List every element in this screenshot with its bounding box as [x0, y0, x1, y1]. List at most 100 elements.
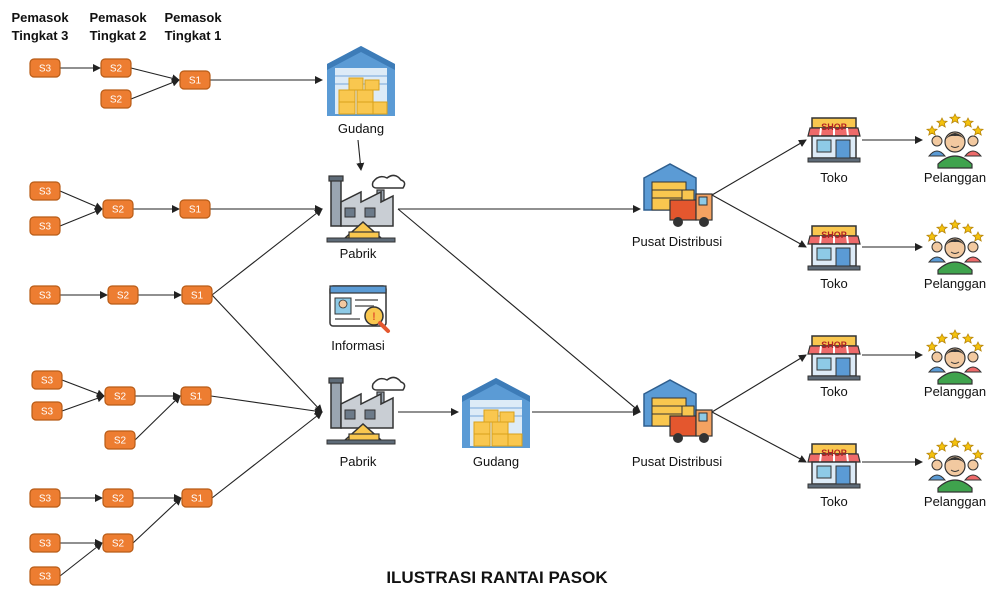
supplier-node-s3: S3: [31, 401, 63, 421]
warehouse-top-label: Gudang: [338, 121, 384, 136]
customer-1: Pelanggan: [924, 113, 986, 185]
factory-icon: [326, 174, 406, 243]
factory-top-label: Pabrik: [340, 246, 377, 261]
supplier-label: S3: [39, 572, 52, 583]
distribution-center-icon: [643, 163, 713, 228]
supplier-label: S1: [190, 392, 203, 403]
customer-3: Pelanggan: [924, 329, 986, 399]
supplier-label: S1: [191, 494, 204, 505]
connector-arrow: [130, 78, 180, 100]
warehouse-bottom: Gudang: [461, 377, 531, 469]
shop-sign: SHOP: [821, 340, 847, 350]
connector-arrow: [130, 67, 180, 83]
customer-icon: [926, 437, 984, 493]
customer-icon: [926, 329, 984, 385]
header-tier3: Pemasok Tingkat 3: [11, 10, 69, 43]
distribution-center-icon: [643, 379, 713, 444]
header-tier1-line1: Pemasok: [164, 10, 222, 25]
shop-sign: SHOP: [821, 122, 847, 132]
supplier-label: S3: [41, 376, 54, 387]
supplier-node-s1: S1: [179, 70, 211, 90]
supplier-node-s2: S2: [102, 199, 134, 219]
customer-icon: [926, 219, 984, 275]
supplier-label: S1: [189, 205, 202, 216]
supplier-node-s1: S1: [181, 285, 213, 305]
distribution-center-bottom: Pusat Distribusi: [632, 379, 722, 469]
shop-4: SHOP Toko: [807, 443, 861, 509]
information: ! Informasi: [329, 285, 390, 353]
warehouse-icon: [326, 45, 396, 117]
supplier-label: S3: [39, 187, 52, 198]
supplier-label: S3: [39, 494, 52, 505]
factory-bottom: Pabrik: [326, 376, 406, 469]
factory-top: Pabrik: [326, 174, 406, 261]
information-icon: !: [329, 285, 390, 333]
header-tier3-line1: Pemasok: [11, 10, 69, 25]
supplier-label: S1: [189, 76, 202, 87]
warehouse-bottom-label: Gudang: [473, 454, 519, 469]
connector-arrow: [134, 395, 181, 441]
supplier-label: S2: [114, 436, 127, 447]
supplier-label: S2: [114, 392, 127, 403]
supplier-label: S2: [110, 64, 123, 75]
header-tier1: Pemasok Tingkat 1: [164, 10, 222, 43]
customer-icon: [926, 113, 984, 169]
shop-2-label: Toko: [820, 276, 847, 291]
supplier-node-s3: S3: [31, 370, 63, 390]
supplier-node-s2: S2: [104, 430, 136, 450]
shop-4-label: Toko: [820, 494, 847, 509]
supplier-node-s3: S3: [29, 181, 61, 201]
supplier-label: S3: [39, 222, 52, 233]
factory-bottom-label: Pabrik: [340, 454, 377, 469]
diagram-title: ILUSTRASI RANTAI PASOK: [386, 568, 608, 587]
connector-arrow: [211, 208, 323, 296]
connector-arrow: [711, 354, 807, 413]
connector-arrow: [210, 395, 323, 415]
svg-text:!: !: [372, 311, 376, 323]
supplier-node-s3: S3: [29, 58, 61, 78]
connector-arrow: [211, 294, 323, 413]
distribution-center-top-label: Pusat Distribusi: [632, 234, 722, 249]
connector-arrow: [397, 208, 641, 413]
connector-arrow: [59, 190, 103, 210]
supplier-label: S2: [110, 95, 123, 106]
customer-3-label: Pelanggan: [924, 384, 986, 399]
connector-arrow: [59, 207, 103, 227]
warehouse-icon: [461, 377, 531, 449]
factory-icon: [326, 376, 406, 445]
header-tier2-line1: Pemasok: [89, 10, 147, 25]
header-tier1-line2: Tingkat 1: [165, 28, 222, 43]
header-tier2-line2: Tingkat 2: [90, 28, 147, 43]
supplier-label: S2: [117, 291, 130, 302]
supplier-label: S3: [39, 539, 52, 550]
connector-arrow: [59, 542, 103, 577]
connector-arrow: [711, 411, 807, 463]
customer-2-label: Pelanggan: [924, 276, 986, 291]
supplier-node-s2: S2: [104, 386, 136, 406]
distribution-center-bottom-label: Pusat Distribusi: [632, 454, 722, 469]
connector-arrow: [211, 411, 323, 499]
connector-arrow: [132, 497, 182, 544]
connector-arrow: [711, 194, 807, 248]
supplier-node-s3: S3: [29, 488, 61, 508]
supplier-label: S2: [112, 539, 125, 550]
supplier-node-s1: S1: [180, 386, 212, 406]
shop-3-label: Toko: [820, 384, 847, 399]
supplier-node-s2: S2: [100, 58, 132, 78]
supplier-label: S2: [112, 494, 125, 505]
supplier-node-s2: S2: [102, 533, 134, 553]
shop-1: SHOP Toko: [807, 117, 861, 185]
customer-4-label: Pelanggan: [924, 494, 986, 509]
supplier-node-s3: S3: [29, 285, 61, 305]
supplier-node-s1: S1: [181, 488, 213, 508]
customer-4: Pelanggan: [924, 437, 986, 509]
supplier-label: S1: [191, 291, 204, 302]
shop-sign: SHOP: [821, 230, 847, 240]
information-label: Informasi: [331, 338, 385, 353]
connector-arrow: [356, 139, 365, 171]
shop-sign: SHOP: [821, 448, 847, 458]
shop-2: SHOP Toko: [807, 225, 861, 291]
customer-2: Pelanggan: [924, 219, 986, 291]
supplier-node-s3: S3: [29, 566, 61, 586]
